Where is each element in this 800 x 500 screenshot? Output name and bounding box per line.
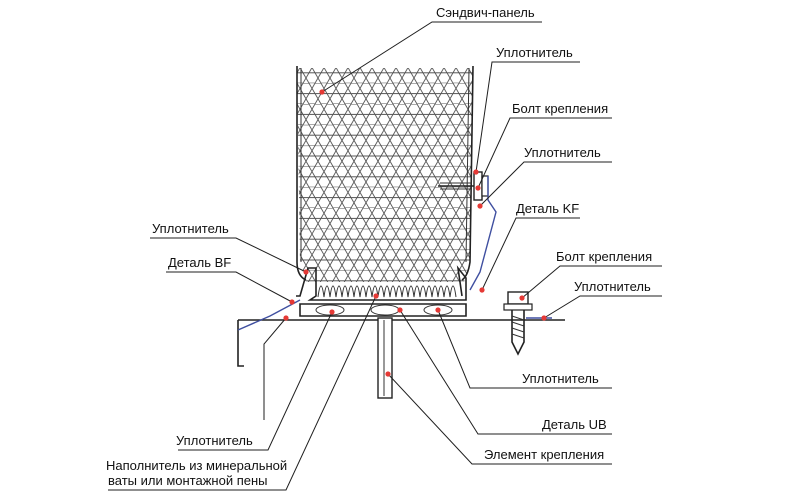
leader-fastening-element (387, 373, 612, 465)
marker-seal-left (303, 269, 309, 275)
leader-detail-bf (166, 271, 293, 303)
leader-sandwich-panel (321, 21, 542, 93)
label-bolt-top: Болт крепления (512, 101, 608, 116)
right-bolt (503, 291, 552, 356)
leader-seal-right (543, 295, 662, 319)
marker-seal-bottom-left (329, 309, 335, 315)
fastening-post (377, 317, 393, 399)
leader-detail-kf (481, 217, 580, 291)
markers (283, 89, 547, 377)
marker-left-bracket (283, 315, 289, 321)
marker-sandwich-panel (319, 89, 325, 95)
marker-seal-bottom-right (435, 307, 441, 313)
label-seal-mid: Уплотнитель (524, 145, 601, 160)
marker-filler (373, 293, 379, 299)
leader-filler (108, 295, 377, 491)
right-bolt-thread (511, 315, 525, 339)
left-seal-strip (237, 299, 301, 331)
label-bolt-right: Болт крепления (556, 249, 652, 264)
panel-right-skin-inner (465, 67, 470, 263)
leader-seal-mid (479, 161, 612, 207)
label-detail-ub: Деталь UB (542, 417, 607, 432)
leader-seal-left (150, 237, 307, 273)
detail-bf-profile (296, 265, 467, 301)
label-seal-right: Уплотнитель (574, 279, 651, 294)
bottom-profile (237, 265, 565, 367)
label-detail-kf: Деталь KF (516, 201, 579, 216)
leader-left-bracket (263, 317, 287, 420)
marker-seal-right (541, 315, 547, 321)
seal-gasket-mid (370, 304, 400, 316)
marker-fastening-element (385, 371, 391, 377)
label-filler-line1: Наполнитель из минеральной (106, 458, 287, 473)
panel-right-skin (461, 65, 474, 281)
marker-bolt-right (519, 295, 525, 301)
leader-detail-ub (399, 309, 612, 435)
label-seal-left: Уплотнитель (152, 221, 229, 236)
marker-detail-kf (479, 287, 485, 293)
marker-seal-mid (477, 203, 483, 209)
label-fastening-element: Элемент крепления (484, 447, 604, 462)
top-bolt-washer (481, 175, 489, 197)
label-seal-bottom-right: Уплотнитель (522, 371, 599, 386)
panel-honeycomb-core (297, 68, 473, 282)
right-bolt-washer (503, 303, 533, 311)
leader-seal-top (475, 61, 580, 173)
seal-gasket-right (423, 304, 453, 316)
right-bolt-head (507, 291, 529, 305)
filler-wave (317, 285, 457, 298)
leader-bolt-right (521, 265, 662, 299)
leader-bolt-top (477, 117, 612, 189)
detail-kf-profile (469, 176, 497, 291)
seal-gasket-left (315, 304, 345, 316)
fastening-element (377, 317, 393, 399)
leader-seal-bottom-left (178, 311, 333, 451)
marker-detail-bf (289, 299, 295, 305)
label-filler-line2: ваты или монтажной пены (108, 473, 268, 488)
marker-detail-ub (397, 307, 403, 313)
label-sandwich-panel: Сэндвич-панель (436, 5, 535, 20)
label-seal-top: Уплотнитель (496, 45, 573, 60)
labels: Сэндвич-панель Уплотнитель Болт креплени… (106, 5, 652, 488)
leader-seal-bottom-right (437, 309, 612, 389)
label-seal-bottom-left: Уплотнитель (176, 433, 253, 448)
right-bolt-shank (511, 310, 525, 356)
detail-ub-channel (299, 303, 467, 317)
marker-seal-top (473, 169, 479, 175)
left-bracket (237, 320, 244, 367)
label-detail-bf: Деталь BF (168, 255, 231, 270)
sandwich-panel (296, 65, 474, 282)
leader-lines (108, 21, 662, 491)
marker-bolt-top (475, 185, 481, 191)
